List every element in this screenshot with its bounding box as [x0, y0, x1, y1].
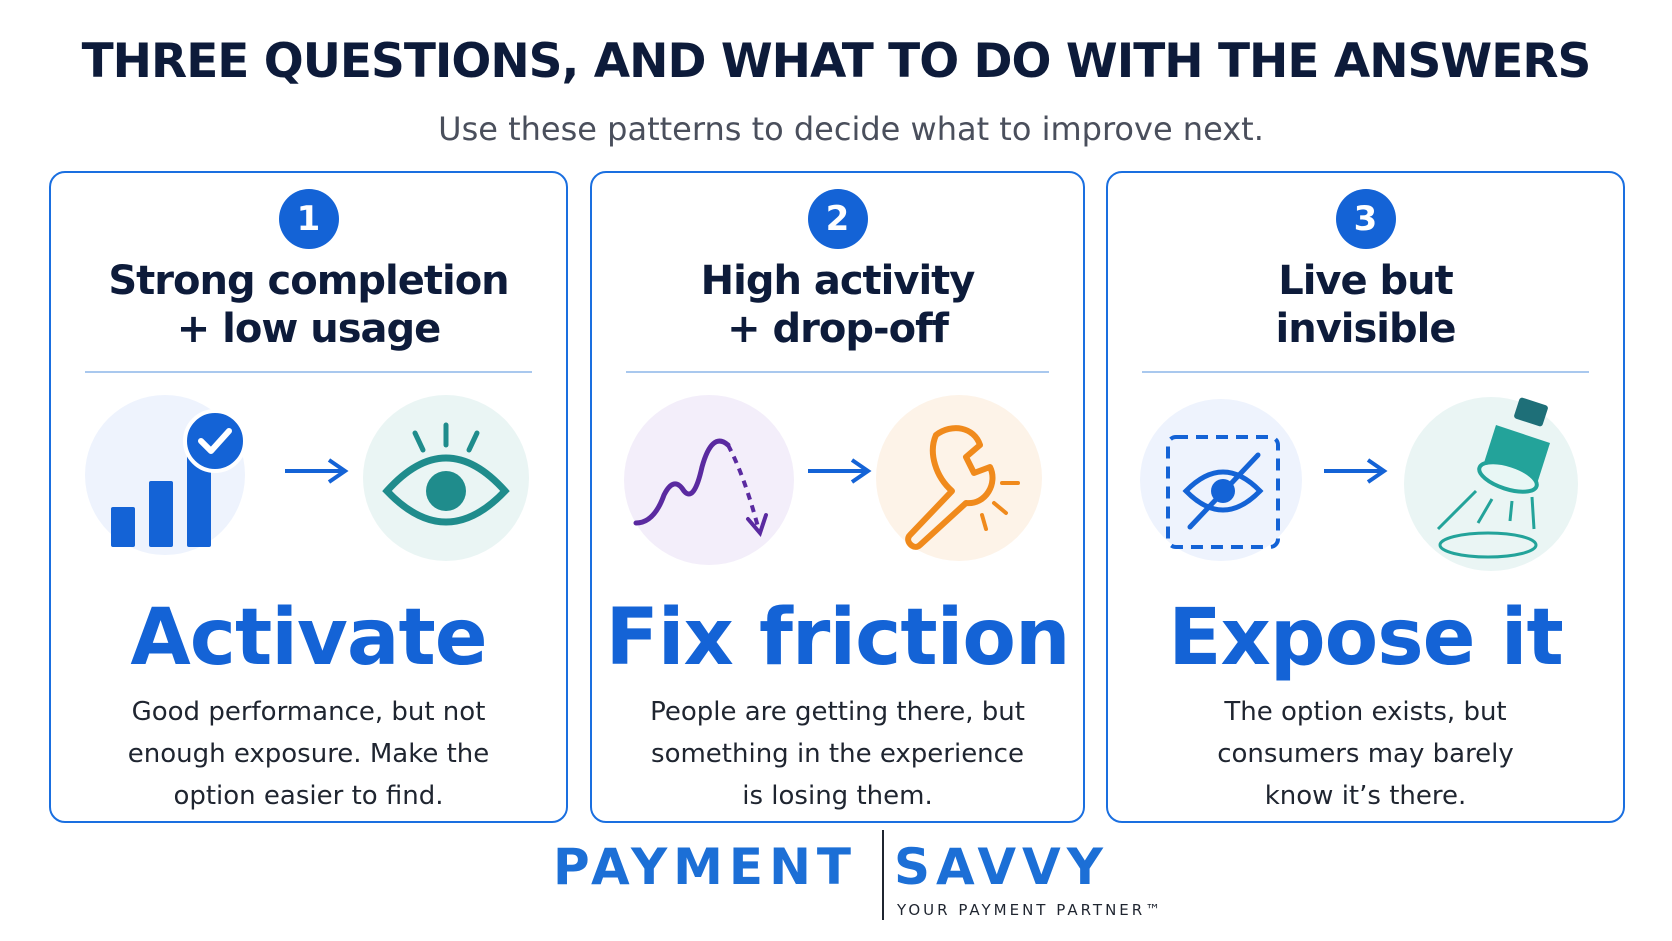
- card-heading: Strong completion + low usage: [61, 257, 556, 353]
- description-line: something in the experience: [651, 739, 1024, 769]
- brand-name-right: SAVVY: [894, 838, 1109, 896]
- description-line: Good performance, but not: [131, 697, 486, 727]
- card-heading-line: invisible: [1275, 306, 1457, 352]
- description-line: know it’s there.: [1264, 781, 1467, 811]
- card-heading: Live but invisible: [1118, 257, 1613, 353]
- description-line: consumers may barely: [1217, 739, 1514, 769]
- card-fix-friction: 2 High activity + drop-off Fix friction …: [590, 171, 1085, 823]
- action-label: Fix friction: [605, 593, 1071, 683]
- action-label: Activate: [130, 593, 487, 683]
- description-line: The option exists, but: [1224, 697, 1507, 727]
- brand-logo: PAYMENT SAVVY YOUR PAYMENT PARTNER™: [0, 830, 1672, 930]
- brand-name-left: PAYMENT: [553, 838, 858, 896]
- brand-tagline: YOUR PAYMENT PARTNER™: [897, 901, 1164, 919]
- card-heading-line: + low usage: [176, 306, 442, 352]
- card-description: The option exists, but consumers may bar…: [1128, 691, 1603, 817]
- step-number-badge: 3: [1335, 189, 1396, 249]
- page-subtitle: Use these patterns to decide what to imp…: [438, 110, 1264, 148]
- arrow-right-icon: [1324, 458, 1388, 484]
- card-heading-line: High activity: [700, 258, 976, 304]
- description-line: is losing them.: [742, 781, 933, 811]
- action-label: Expose it: [1168, 593, 1564, 683]
- card-expose-it: 3 Live but invisible Expose it The optio: [1106, 171, 1625, 823]
- dropoff-line-icon: [624, 395, 794, 565]
- eye-icon: [363, 395, 529, 561]
- card-divider: [626, 371, 1049, 373]
- description-line: People are getting there, but: [650, 697, 1025, 727]
- card-description: Good performance, but not enough exposur…: [71, 691, 546, 817]
- description-line: enough exposure. Make the: [127, 739, 490, 769]
- arrow-right-icon: [285, 458, 349, 484]
- card-heading-line: + drop-off: [727, 306, 949, 352]
- description-line: option easier to find.: [173, 781, 444, 811]
- step-number-badge: 2: [807, 189, 868, 249]
- spotlight-icon: [1404, 397, 1578, 571]
- card-description: People are getting there, but something …: [612, 691, 1063, 817]
- step-number-badge: 1: [278, 189, 339, 249]
- card-divider: [1142, 371, 1589, 373]
- page-title: THREE QUESTIONS, AND WHAT TO DO WITH THE…: [81, 34, 1592, 89]
- wrench-icon: [876, 395, 1042, 561]
- hidden-eye-icon: [1140, 399, 1302, 561]
- card-divider: [85, 371, 532, 373]
- arrow-right-icon: [808, 458, 872, 484]
- card-heading-line: Live but: [1278, 258, 1454, 304]
- card-heading: High activity + drop-off: [602, 257, 1073, 353]
- card-activate: 1 Strong completion + low usage Activate…: [49, 171, 568, 823]
- bar-chart-check-icon: [85, 395, 247, 555]
- brand-separator: [882, 830, 884, 920]
- card-heading-line: Strong completion: [108, 258, 509, 304]
